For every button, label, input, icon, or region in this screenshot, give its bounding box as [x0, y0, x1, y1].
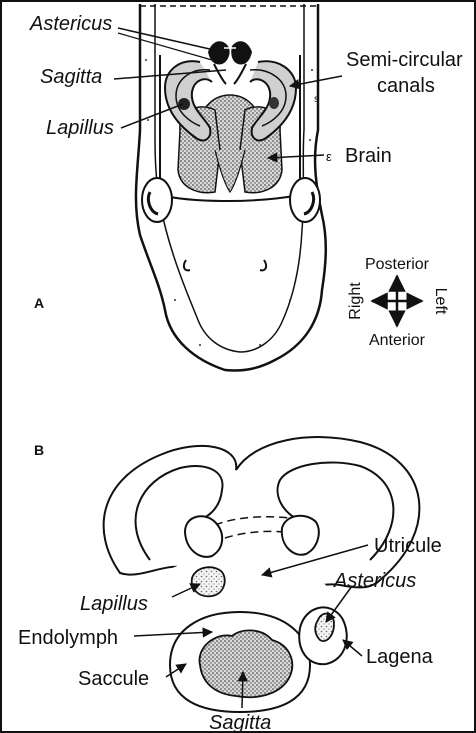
brain-label-a: Brain	[345, 145, 392, 167]
left-nostril	[184, 260, 190, 270]
semicircular-label-line1: Semi-circular	[346, 49, 463, 71]
right-nostril	[260, 260, 266, 270]
panel-a: Astericus Sagitta Lapillus Semi-circular…	[29, 4, 463, 371]
saccule-label: Saccule	[78, 668, 149, 690]
lapillus-label-b: Lapillus	[80, 593, 148, 615]
astericus-label-a: Astericus	[29, 13, 112, 35]
orientation-compass: Posterior Anterior Right Left	[347, 256, 449, 349]
astericus-otoliths-a	[208, 41, 252, 84]
lagena-arrow	[343, 640, 362, 656]
semicircular-leader-a	[290, 76, 342, 86]
right-semicircular-canals	[250, 61, 296, 140]
sagitta-label-a: Sagitta	[40, 66, 102, 88]
left-ampulla	[185, 516, 222, 557]
sagitta-arrow-b	[242, 672, 243, 708]
panel-b: B Utricule Astericus Lapi	[18, 437, 442, 733]
utricule-label: Utricule	[374, 535, 442, 557]
lapillus-label-a: Lapillus	[46, 117, 114, 139]
right-ampulla	[282, 516, 319, 555]
left-eye	[142, 178, 172, 222]
utricule-cavity	[160, 558, 330, 612]
astericus-label-b: Astericus	[333, 570, 416, 592]
compass-posterior: Posterior	[365, 256, 430, 273]
lapillus-otolith	[192, 567, 225, 596]
panel-a-letter: A	[34, 295, 44, 311]
endolymph-label: Endolymph	[18, 627, 118, 649]
small-s-label: s	[314, 94, 319, 105]
panel-b-letter: B	[34, 442, 44, 458]
compass-left: Left	[432, 288, 449, 315]
lagena-label: Lagena	[366, 646, 434, 668]
semicircular-label-line2: canals	[377, 75, 435, 97]
compass-right: Right	[347, 282, 364, 320]
right-eye	[290, 178, 320, 222]
sagitta-label-b: Sagitta	[209, 712, 271, 733]
compass-anterior: Anterior	[369, 332, 426, 349]
small-e-label: ε	[326, 149, 332, 164]
